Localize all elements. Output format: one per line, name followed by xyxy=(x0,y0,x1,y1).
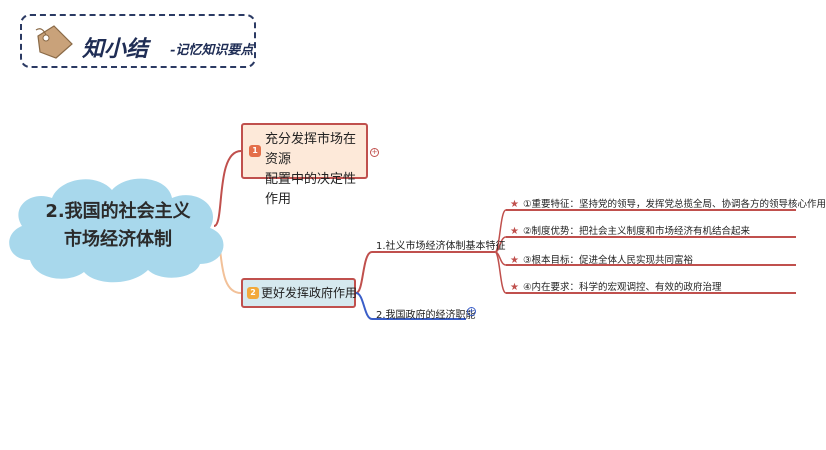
connector-branch2-to-sub2 xyxy=(355,292,466,320)
star-icon: ★ xyxy=(510,282,519,293)
root-topic-line2: 市场经济体制 xyxy=(64,229,172,250)
detail-item-3: ★③根本目标：促进全体人民实现共同富裕 xyxy=(510,252,693,266)
branch-node-1-line2: 配置中的决定性作用 xyxy=(265,172,357,207)
star-icon: ★ xyxy=(510,199,519,210)
price-tag-icon xyxy=(35,25,73,59)
branch-node-2[interactable] xyxy=(241,278,356,308)
root-topic-line1: 2.我国的社会主义 xyxy=(45,201,191,222)
detail-item-2: ★②制度优势：把社会主义制度和市场经济有机结合起来 xyxy=(510,223,750,237)
connector-sub1-to-details xyxy=(494,209,507,294)
branch-node-1[interactable] xyxy=(241,123,368,179)
expand-subtopic-2-button[interactable]: + xyxy=(467,307,476,316)
detail-item-2-text: ②制度优势：把社会主义制度和市场经济有机结合起来 xyxy=(522,226,750,237)
connector-branch2-to-sub1 xyxy=(355,251,495,294)
branch-node-2-label: 更好发挥政府作用 xyxy=(261,286,358,300)
connector-lines xyxy=(213,150,796,320)
root-cloud-shape xyxy=(9,178,224,283)
subtopic-basic-features[interactable]: 1.社义市场经济体制基本特征 xyxy=(376,241,506,252)
star-icon: ★ xyxy=(510,255,519,266)
root-topic: 2.我国的社会主义 市场经济体制 xyxy=(30,198,206,254)
detail-item-4: ★④内在要求：科学的宏观调控、有效的政府治理 xyxy=(510,279,722,293)
connector-root-to-branch1 xyxy=(213,150,242,227)
branch-number-badge-1: 1 xyxy=(249,145,261,157)
detail-item-1-text: ①重要特征：坚持党的领导，发挥党总揽全局、协调各方的领导核心作用 xyxy=(522,199,826,210)
header-subtitle: -记忆知识要点 xyxy=(170,43,254,58)
branch-node-1-line1: 充分发挥市场在资源 xyxy=(265,132,357,167)
detail-item-4-text: ④内在要求：科学的宏观调控、有效的政府治理 xyxy=(522,282,722,293)
summary-header: 知小结 -记忆知识要点 xyxy=(20,14,256,68)
branch-number-badge-2: 2 xyxy=(247,287,259,299)
expand-branch-1-button[interactable]: + xyxy=(370,148,379,157)
header-title: 知小结 xyxy=(82,36,149,62)
branch-node-1-text: 充分发挥市场在资源 配置中的决定性作用 xyxy=(265,130,365,210)
detail-item-3-text: ③根本目标：促进全体人民实现共同富裕 xyxy=(522,255,693,266)
subtopic-economic-functions[interactable]: 2.我国政府的经济职能 xyxy=(376,310,476,321)
star-icon: ★ xyxy=(510,226,519,237)
detail-item-1: ★①重要特征：坚持党的领导，发挥党总揽全局、协调各方的领导核心作用 xyxy=(510,196,826,210)
